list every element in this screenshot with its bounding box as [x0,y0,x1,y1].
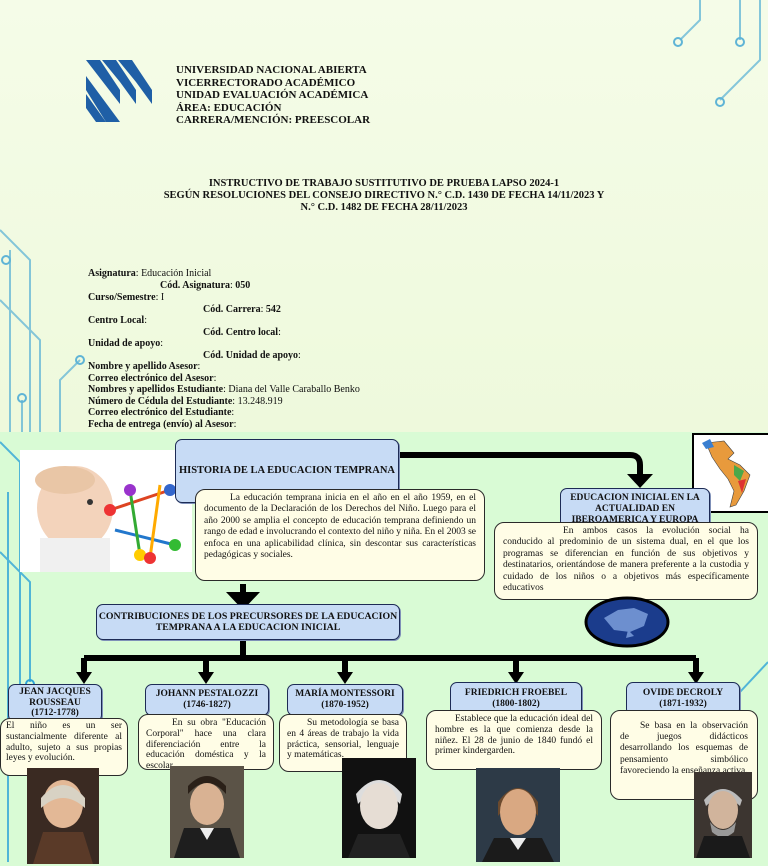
field-asesor: Nombre y apellido Asesor: [88,361,201,372]
precursor-name: FRIEDRICH FROEBEL [464,688,568,698]
precursor-years: (1871-1932) [659,699,707,709]
precursor-name: OVIDE DECROLY [642,688,724,698]
institution-header: UNIVERSIDAD NACIONAL ABIERTA VICERRECTOR… [176,64,370,127]
university-logo [86,60,152,122]
title-line-3: N.° C.D. 1482 DE FECHA 28/11/2023 [300,202,468,213]
header-line-3: UNIDAD EVALUACIÓN ACADÉMICA [176,89,369,101]
precursor-years: (1712-1778) [31,708,79,719]
estudiante-value: Diana del Valle Caraballo Benko [228,384,360,395]
document-title: INSTRUCTIVO DE TRABAJO SUSTITUTIVO DE PR… [60,178,708,214]
cod-carrera-value: 542 [265,304,281,315]
header-line-5: CARRERA/MENCIÓN: PREESCOLAR [176,114,371,126]
cedula-value: 13.248.919 [237,396,283,407]
precursor-froebel-note: Establece que la educación ideal del hom… [426,710,602,770]
field-cod-centro: Cód. Centro local: [203,327,281,338]
field-fecha-entrega: Fecha de entrega (envío) al Asesor: [88,419,237,430]
precursor-rousseau-box: JEAN JACQUES ROUSSEAU (1712-1778) [8,684,102,722]
contributions-box: CONTRIBUCIONES DE LOS PRECURSORES DE LA … [96,604,400,640]
ibero-topic-text: En ambos casos la evolución social ha co… [503,526,749,594]
curso-value: I [160,292,165,303]
precursor-pestalozzi-box: JOHANN PESTALOZZI (1746-1827) [145,684,269,716]
header-line-4: ÁREA: EDUCACIÓN [176,101,282,114]
header-line-2: VICERRECTORADO ACADÉMICO [176,76,356,89]
field-cod-carrera: Cód. Carrera: 542 [203,304,281,315]
concept-map: HISTORIA DE LA EDUCACION TEMPRANA La edu… [0,432,768,866]
field-curso: Curso/Semestre: I [88,292,165,303]
precursor-name: MARÍA MONTESSORI [295,689,395,699]
rousseau-portrait [27,768,99,864]
main-topic-note: La educación temprana inicia en el año e… [195,489,485,581]
field-cedula: Número de Cédula del Estudiante: 13.248.… [88,396,283,407]
connector-lines [76,452,704,684]
baby-toy-image [20,450,192,572]
field-asignatura: Asignatura: Educación Inicial [88,268,212,279]
field-correo-asesor: Correo electrónico del Asesor: [88,373,217,384]
asignatura-value: Educación Inicial [141,268,212,279]
field-cod-unidad: Cód. Unidad de apoyo: [203,350,301,361]
title-line-1: INSTRUCTIVO DE TRABAJO SUSTITUTIVO DE PR… [208,178,560,189]
precursor-text: Se basa en la observación de juegos didá… [620,721,748,776]
precursor-text: El niño es un ser sustancialmente difere… [6,721,122,764]
circuit-decoration [0,0,761,432]
precursor-years: (1800-1802) [492,699,540,709]
contributions-title: CONTRIBUCIONES DE LOS PRECURSORES DE LA … [98,611,398,633]
precursor-pestalozzi-note: En su obra "Educación Corporal" hace una… [138,714,274,772]
main-topic-text: La educación temprana inicia en el año e… [204,493,476,561]
froebel-portrait [476,768,560,862]
field-unidad-apoyo: Unidad de apoyo: [88,338,164,349]
precursor-text: En su obra "Educación Corporal" hace una… [146,718,266,772]
precursor-text: Su metodología se basa en 4 áreas de tra… [287,718,399,761]
cover-page: UNIVERSIDAD NACIONAL ABIERTA VICERRECTOR… [0,0,768,432]
precursor-years: (1746-1827) [183,700,231,710]
field-correo-estudiante: Correo electrónico del Estudiante: [88,407,235,418]
precursor-name: JOHANN PESTALOZZI [155,689,259,699]
cod-asignatura-value: 050 [235,280,251,291]
main-topic-title: HISTORIA DE LA EDUCACION TEMPRANA [178,465,396,477]
precursor-years: (1870-1952) [321,700,369,710]
decroly-portrait [694,772,752,858]
europe-map-image [584,596,670,648]
ibero-topic-note: En ambos casos la evolución social ha co… [494,522,758,600]
precursor-montessori-box: MARÍA MONTESSORI (1870-1952) [287,684,403,716]
precursor-text: Establece que la educación ideal del hom… [435,714,593,757]
field-cod-asignatura: Cód. Asignatura: 050 [160,280,251,291]
precursor-rousseau-note: El niño es un ser sustancialmente difere… [0,718,128,776]
header-line-1: UNIVERSIDAD NACIONAL ABIERTA [176,64,367,76]
ibero-topic-title: EDUCACION INICIAL EN LA ACTUALIDAD EN IB… [570,492,700,525]
field-centro-local: Centro Local: [88,315,147,326]
montessori-portrait [342,758,416,858]
title-line-2: SEGÚN RESOLUCIONES DEL CONSEJO DIRECTIVO… [163,190,605,201]
field-estudiante: Nombres y apellidos Estudiante: Diana de… [88,384,360,395]
pestalozzi-portrait [170,766,244,858]
precursor-name: JEAN JACQUES ROUSSEAU [19,687,91,708]
